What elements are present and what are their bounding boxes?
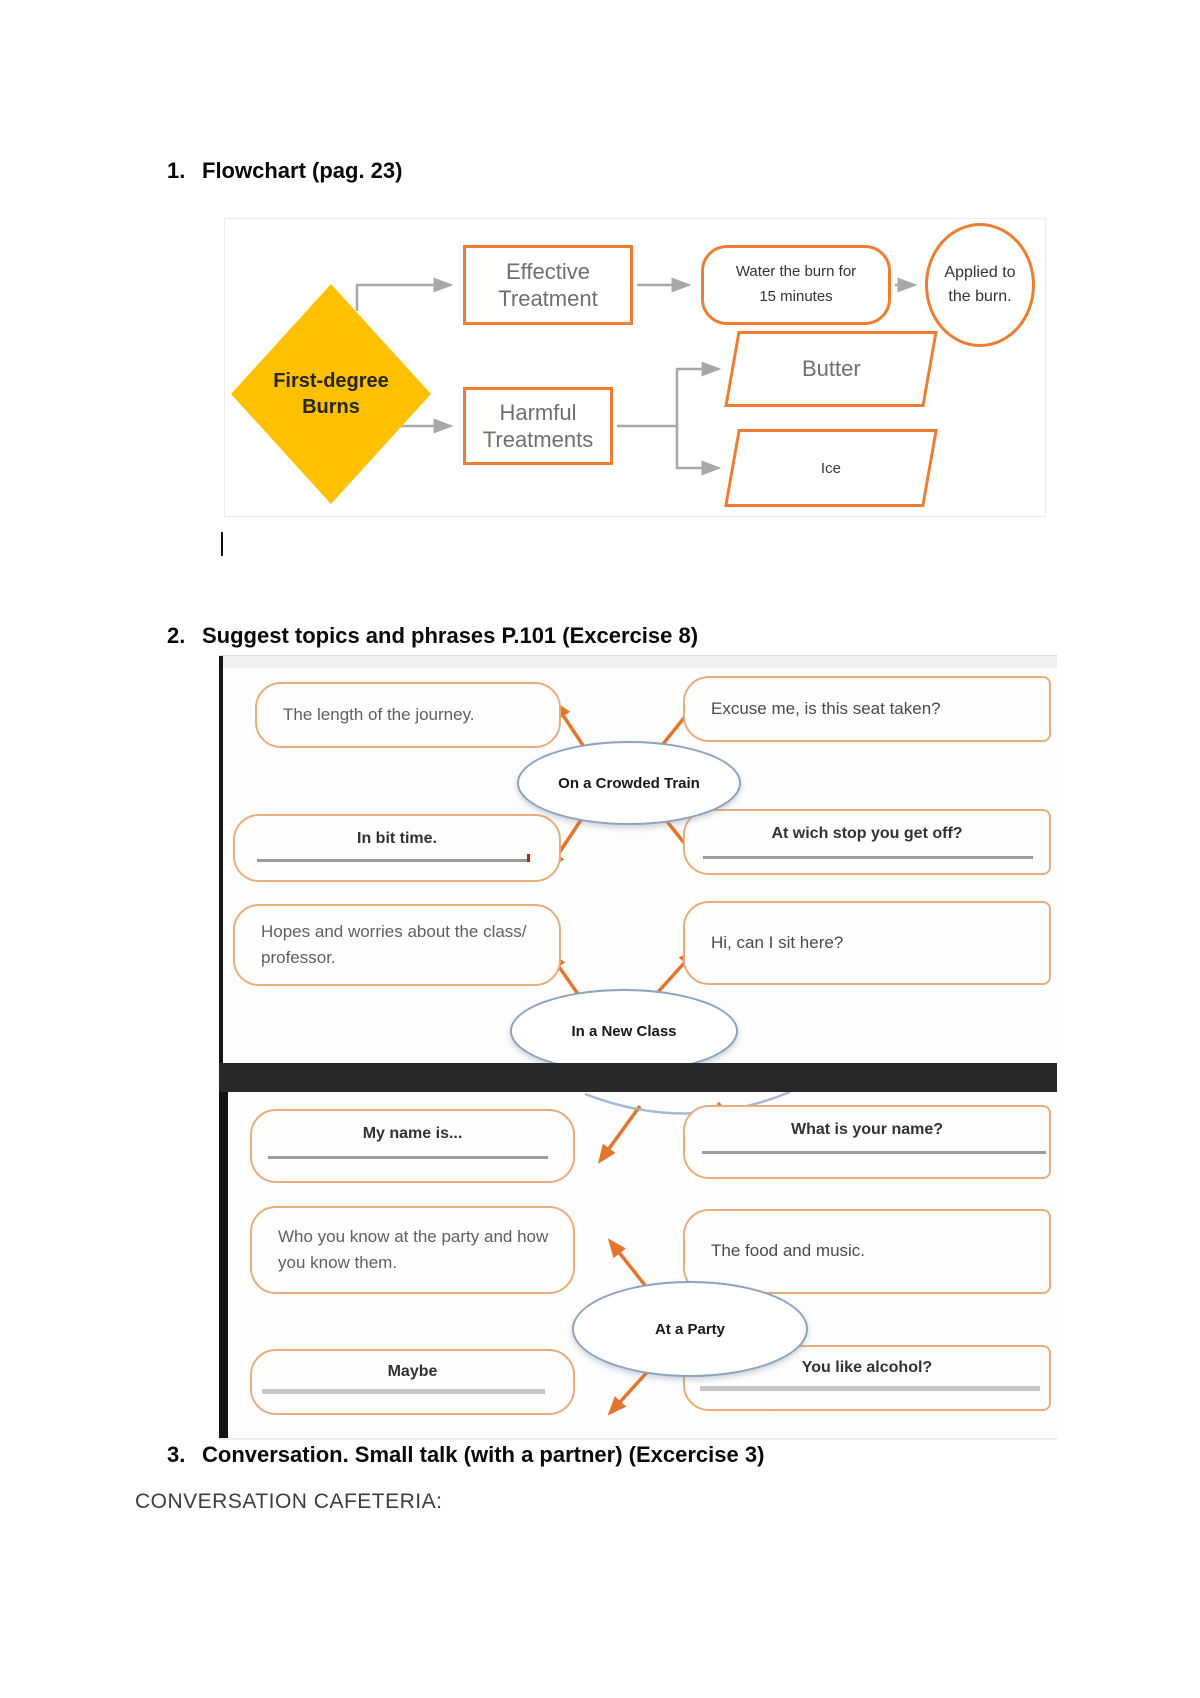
answer-line [257, 859, 529, 862]
red-correction-mark [527, 854, 530, 862]
connector-arrow [675, 361, 722, 426]
phrase-box-my-name-is: My name is... [250, 1109, 575, 1183]
divider-bar [219, 1063, 1057, 1092]
topic-box-food-and-music: The food and music. [683, 1209, 1051, 1294]
topic-box-who-you-know: Who you know at the party and how you kn… [250, 1206, 575, 1294]
answer-line [700, 1386, 1040, 1391]
topic-box-hopes-and-worries: Hopes and worries about the class/ profe… [233, 904, 561, 986]
heading-text: Suggest topics and phrases P.101 (Excerc… [202, 623, 699, 648]
answer-line [262, 1389, 545, 1394]
topic-box-in-bit-time: In bit time. [233, 814, 561, 882]
ellipse-on-a-crowded-train: On a Crowded Train [517, 741, 741, 825]
list-number: 1. [167, 158, 186, 183]
phrase-box-maybe: Maybe [250, 1349, 575, 1415]
text-cursor[interactable] [221, 532, 223, 556]
topics-figure: The length of the journey. Excuse me, is… [219, 655, 1057, 1440]
answer-line [702, 1151, 1046, 1154]
figure-left-border-top [219, 656, 223, 1063]
answer-line [268, 1156, 548, 1159]
connector-arrow [675, 426, 722, 476]
connector-arrow [355, 277, 454, 311]
figure-left-border-bottom [219, 1092, 228, 1438]
ellipse-at-a-party: At a Party [572, 1281, 808, 1377]
flowchart-node-harmful-treatments: Harmful Treatments [463, 387, 613, 465]
conversation-cafeteria-label: CONVERSATION CAFETERIA: [135, 1490, 443, 1513]
phrase-box-seat-taken: Excuse me, is this seat taken? [683, 676, 1051, 742]
list-number: 3. [167, 1442, 186, 1467]
list-number: 2. [167, 623, 186, 648]
flowchart-connectors [355, 277, 918, 476]
phrase-box-can-i-sit-here: Hi, can I sit here? [683, 901, 1051, 985]
arrow-down-left [597, 1104, 642, 1164]
figure-top-band [219, 656, 1057, 668]
flowchart-node-applied-to-burn: Applied to the burn. [925, 223, 1035, 347]
arrow-up-left [607, 1238, 650, 1291]
topic-box-length-of-journey: The length of the journey. [255, 682, 561, 748]
heading-suggest-topics: 2. Suggest topics and phrases P.101 (Exc… [167, 623, 698, 649]
heading-text: Flowchart (pag. 23) [202, 158, 403, 183]
node-label: Butter [801, 356, 861, 381]
flowchart-node-effective-treatment: Effective Treatment [463, 245, 633, 325]
node-label: Ice [820, 459, 841, 477]
flowchart-figure: First-degree Burns Effective Treatment W… [224, 218, 1046, 517]
phrase-box-which-stop: At wich stop you get off? [683, 809, 1051, 875]
heading-text: Conversation. Small talk (with a partner… [202, 1442, 765, 1467]
arrow-down-left [607, 1367, 652, 1416]
flowchart-node-butter: Butter [724, 331, 938, 407]
ellipse-in-a-new-class: In a New Class [510, 989, 738, 1073]
answer-line [703, 856, 1033, 859]
heading-flowchart: 1. Flowchart (pag. 23) [167, 158, 402, 184]
ellipse-bottom-arc [584, 1090, 791, 1115]
flowchart-node-ice: Ice [724, 429, 938, 507]
phrase-box-what-is-your-name: What is your name? [683, 1105, 1051, 1179]
heading-conversation: 3. Conversation. Small talk (with a part… [167, 1442, 764, 1468]
flowchart-node-water-burn: Water the burn for 15 minutes [701, 245, 891, 325]
